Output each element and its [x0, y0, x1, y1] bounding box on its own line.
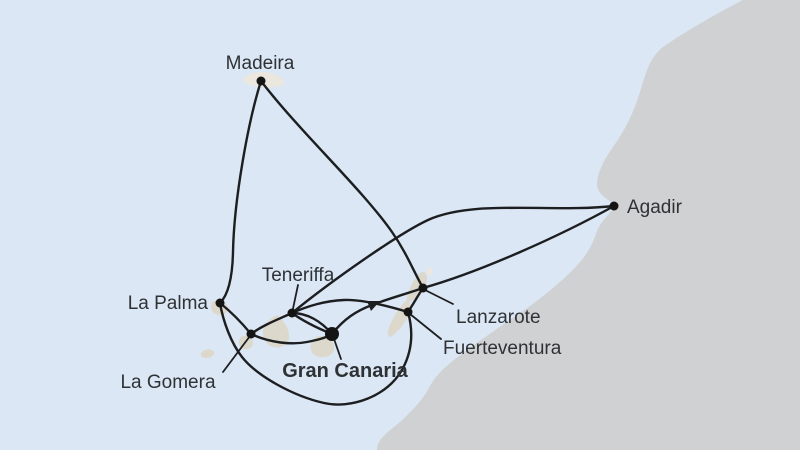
route-madeira-la-palma — [218, 79, 263, 305]
port-dot-madeira — [256, 76, 266, 86]
route-fuerteventura-la-palma-loop — [218, 301, 413, 406]
port-label-agadir: Agadir — [627, 197, 683, 218]
port-dot-agadir — [609, 201, 619, 211]
port-dot-la-gomera — [246, 329, 256, 339]
la-gomera-label-pointer — [222, 335, 251, 373]
lanzarote-island — [406, 271, 428, 303]
port-label-fuerteventura: Fuerteventura — [443, 338, 562, 359]
gran-canaria-island — [310, 336, 335, 358]
port-label-teneriffa: Teneriffa — [262, 265, 335, 286]
route-agadir-teneriffa — [290, 204, 616, 315]
route-fuerteventura-teneriffa — [290, 298, 410, 315]
el-hierro-island — [200, 349, 215, 358]
port-label-madeira: Madeira — [226, 53, 295, 74]
port-dot-teneriffa — [287, 308, 297, 318]
route-madeira-lanzarote — [259, 79, 425, 290]
african-coastline — [377, 0, 800, 450]
port-label-la-gomera: La Gomera — [120, 372, 215, 393]
port-dot-la-palma — [215, 298, 225, 308]
route-direction-arrow — [367, 301, 380, 311]
port-dot-fuerteventura — [403, 307, 413, 317]
port-label-lanzarote: Lanzarote — [456, 307, 541, 328]
route-agadir-lanzarote — [421, 204, 616, 290]
teneriffa-label-pointer — [291, 284, 299, 312]
port-dot-lanzarote — [418, 283, 428, 293]
port-label-la-palma: La Palma — [128, 293, 209, 314]
la-graciosa-islet — [427, 267, 433, 276]
lanzarote-label-pointer — [424, 289, 454, 305]
port-dot-gran-canaria — [325, 327, 339, 341]
fuerteventura-label-pointer — [409, 313, 442, 340]
port-label-gran-canaria: Gran Canaria — [282, 360, 408, 382]
